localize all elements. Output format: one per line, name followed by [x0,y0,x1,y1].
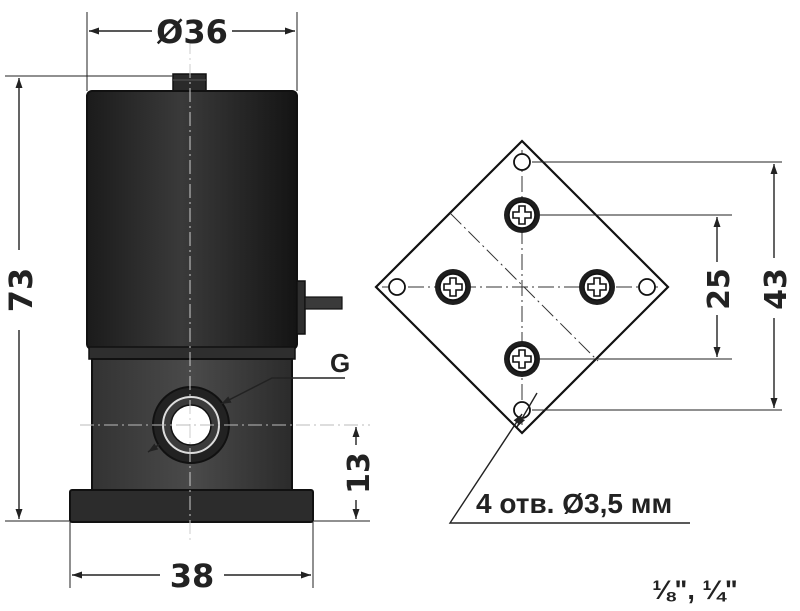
outer-spacing-dimension: 43 [759,268,794,310]
mount-hole-right [638,278,656,296]
thread-sizes-label: ⅛", ¼" [652,575,738,605]
port-label: G [330,348,350,378]
coil-rim [88,346,296,360]
connector [296,280,306,335]
diameter-dimension: Ø36 [156,13,228,51]
port-diameter-line [147,443,161,453]
screw-top [504,197,540,233]
mount-hole-left [388,278,406,296]
holes-label: 4 отв. Ø3,5 мм [476,488,672,519]
port-height-dimension: 13 [342,452,377,494]
mount-hole-top [513,153,531,171]
flange-view [374,139,670,435]
base-flange [69,489,314,523]
port-leader [220,377,345,405]
flange-dimensions: 25 43 4 отв. Ø3,5 мм [448,161,794,524]
height-dimension: 73 [2,268,40,313]
coil-body [86,90,298,350]
screw-bottom [504,341,540,377]
width-dimension: 38 [170,557,215,595]
side-dimensions: Ø36 73 38 13 [2,12,377,595]
side-view: G [69,40,370,540]
cable [304,296,343,310]
holes-leader [448,413,690,524]
screw-right [579,269,615,305]
hole-spacing-dimension: 25 [702,268,737,310]
screw-left [435,269,471,305]
